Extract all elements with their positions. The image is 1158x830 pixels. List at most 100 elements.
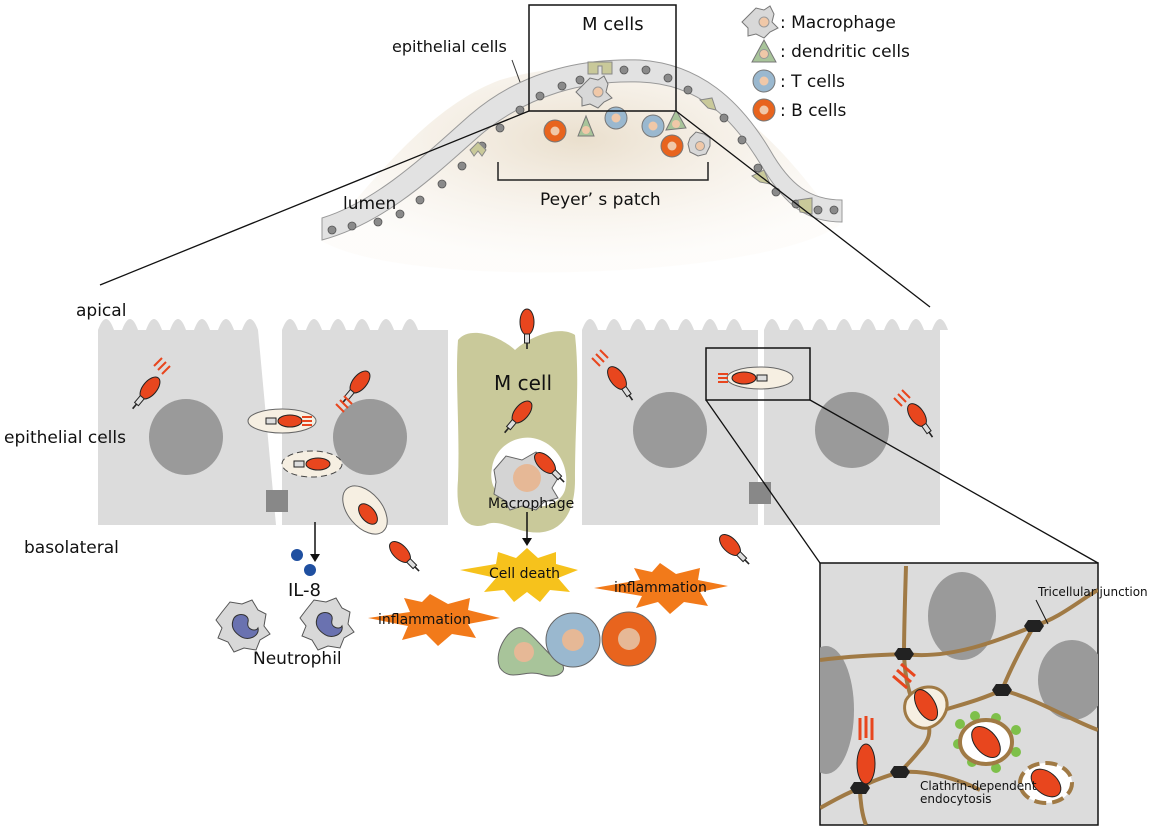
- epithelial-nucleus-dot: [457, 161, 467, 171]
- label-macrophage: Macrophage: [488, 496, 574, 512]
- junction-right: [749, 482, 771, 504]
- vacuole-2: [281, 450, 343, 478]
- inset-nucleus-right: [1038, 640, 1098, 720]
- epithelial-nucleus-dot: [415, 195, 425, 205]
- effector-dashes: [153, 349, 911, 426]
- nucleus-2: [333, 399, 407, 475]
- inset-nucleus-left: [820, 646, 854, 774]
- zoom-box-top: [528, 4, 677, 112]
- patch-bracket: [497, 162, 709, 181]
- vacuole-3: [342, 485, 388, 535]
- starburst-cell-death: [460, 548, 578, 602]
- legend-b-cells: : B cells: [752, 98, 846, 122]
- t-cell-bottom: [545, 612, 601, 668]
- label-cell-death: Cell death: [489, 566, 560, 582]
- inset-dashes-1: [892, 662, 916, 690]
- zoom-line-detail-right: [809, 399, 1099, 564]
- label-il8: IL-8: [288, 580, 321, 601]
- label-epithelial-top: epithelial cells: [392, 37, 507, 56]
- label-basolateral: basolateral: [24, 538, 119, 558]
- epithelial-nucleus-dot: [641, 65, 651, 75]
- il8-dot-2: [304, 564, 316, 576]
- epithelial-nucleus-dot: [515, 105, 525, 115]
- neutrophil-2: [299, 597, 355, 651]
- svg-text:: Macrophage: : Macrophage: [780, 13, 896, 33]
- epithelial-nucleus-dot: [737, 135, 747, 145]
- label-peyers-patch: Peyer’ s patch: [540, 190, 661, 210]
- zoom-line-right: [675, 110, 931, 308]
- starburst-inflammation-right: [594, 563, 728, 614]
- inset-bacterium-2: [856, 743, 876, 785]
- starburst-inflammation-left: [368, 594, 500, 646]
- epithelial-nucleus-dot: [829, 205, 839, 215]
- inset-clathrin-vesicle: [953, 711, 1021, 773]
- label-m-cells-top: M cells: [582, 14, 644, 35]
- label-inflammation-right: inflammation: [614, 580, 707, 596]
- epithelial-nucleus-dot: [575, 75, 585, 85]
- label-neutrophil: Neutrophil: [253, 649, 342, 669]
- junction-inset: Tricellular junction Clathrin-dependent …: [819, 562, 1148, 826]
- label-epithelial-main: epithelial cells: [4, 428, 126, 448]
- inset-endosome: [1018, 761, 1074, 805]
- inset-nucleus-top: [928, 572, 996, 660]
- neutrophil-1: [215, 599, 271, 653]
- label-clathrin-2: endocytosis: [920, 792, 992, 806]
- epithelial-nucleus-dot: [395, 209, 405, 219]
- svg-text:: T cells: : T cells: [780, 72, 845, 92]
- inset-tricellular-junctions: [850, 620, 1044, 794]
- label-lumen: lumen: [343, 194, 396, 214]
- zoom-line-detail-left: [705, 399, 821, 564]
- epithelial-nucleus-dot: [373, 217, 383, 227]
- inset-dashes-2: [858, 716, 874, 740]
- b-cell-bottom: [601, 611, 657, 667]
- label-clathrin-1: Clathrin-dependent: [920, 779, 1037, 793]
- vacuole-4: [726, 366, 794, 390]
- zoom-line-left: [99, 110, 530, 286]
- epithelial-nucleus-dot: [347, 221, 357, 231]
- legend-macrophage: : Macrophage: [741, 5, 896, 39]
- bacterium-basolateral-2: [715, 530, 755, 570]
- epithelial-nucleus-dot: [619, 65, 629, 75]
- epithelial-nucleus-dot: [719, 113, 729, 123]
- nucleus-1: [149, 399, 223, 475]
- m-cell-right1: [698, 97, 717, 111]
- nucleus-3: [633, 392, 707, 468]
- epithelial-nucleus-dot: [753, 163, 763, 173]
- legend: : Macrophage : dendritic cells : T cells…: [741, 5, 910, 122]
- epithelial-nucleus-dot: [535, 91, 545, 101]
- vacuole-1: [247, 408, 317, 434]
- patch-background: [320, 67, 840, 273]
- patch-immune-cells: [543, 75, 711, 158]
- epithelial-nucleus-dot: [771, 187, 781, 197]
- svg-text:: dendritic cells: : dendritic cells: [780, 42, 910, 62]
- m-cell-left: [469, 141, 487, 157]
- nucleus-4: [815, 392, 889, 468]
- epithelial-nucleus-dot: [663, 73, 673, 83]
- epithelial-nucleus-dot: [495, 123, 505, 133]
- svg-text:: B cells: : B cells: [780, 101, 846, 121]
- label-apical: apical: [76, 301, 126, 321]
- legend-t-cells: : T cells: [752, 69, 845, 93]
- label-m-cell: M cell: [494, 371, 552, 395]
- label-inflammation-left: inflammation: [378, 612, 471, 628]
- inset-bacterium-1: [913, 689, 939, 721]
- epithelial-nucleus-dot: [813, 205, 823, 215]
- label-tricellular: Tricellular junction: [1037, 585, 1148, 599]
- il8-dot-1: [291, 549, 303, 561]
- bacterium-basolateral-1: [385, 537, 425, 577]
- epithelium-detail: apical epithelial cells basolateral M ce…: [4, 301, 1099, 677]
- epithelial-pointer: [511, 59, 521, 83]
- m-cell-top: [587, 61, 613, 75]
- tricellular-pointer: [1035, 599, 1049, 625]
- zoom-box-detail: [705, 347, 811, 401]
- epithelial-nucleus-dot: [437, 179, 447, 189]
- epithelial-nucleus-dot: [557, 81, 567, 91]
- legend-dendritic: : dendritic cells: [751, 38, 910, 63]
- dendritic-cell-bottom: [497, 627, 564, 677]
- junction-left: [266, 490, 288, 512]
- macrophage-nucleus: [513, 464, 541, 492]
- epithelial-nucleus-dot: [327, 225, 337, 235]
- peyers-patch-overview: epithelial cells M cells lumen Peyer’ s …: [99, 4, 931, 308]
- m-cell-right3: [797, 197, 813, 215]
